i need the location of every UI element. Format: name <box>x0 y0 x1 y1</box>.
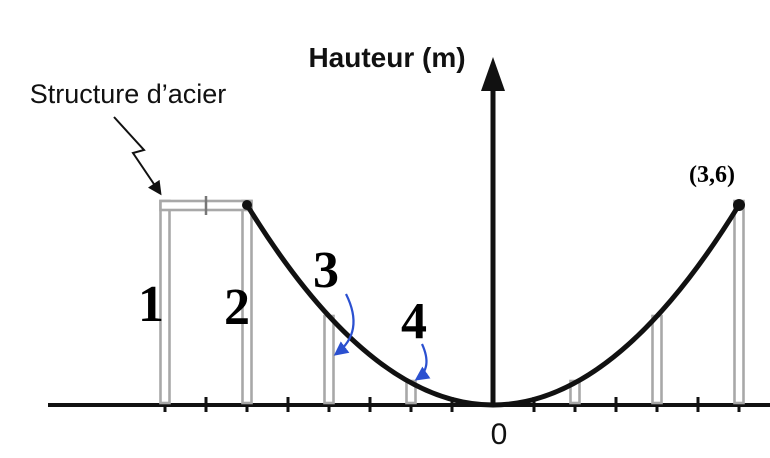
support-label-3: 3 <box>313 242 339 299</box>
support-label-4: 4 <box>401 293 427 350</box>
steel-support-6 <box>651 314 663 405</box>
support-label-2: 2 <box>224 279 250 336</box>
steel-support-7 <box>733 199 745 405</box>
y-axis-label: Hauteur (m) <box>308 42 465 73</box>
y-axis-arrowhead <box>481 57 505 91</box>
curve-start-dot <box>242 200 252 210</box>
point-label: (3,6) <box>689 162 735 188</box>
support-3-arrow <box>333 293 355 356</box>
structure-pointer-arrow <box>113 116 162 196</box>
origin-label: 0 <box>491 418 508 451</box>
support-4-arrow <box>414 343 431 381</box>
callout-arrows <box>333 293 431 381</box>
support-label-1: 1 <box>138 276 164 333</box>
point-3-6-dot <box>733 199 745 211</box>
steel-support-3 <box>323 314 335 405</box>
structure-label: Structure d’acier <box>30 79 227 109</box>
